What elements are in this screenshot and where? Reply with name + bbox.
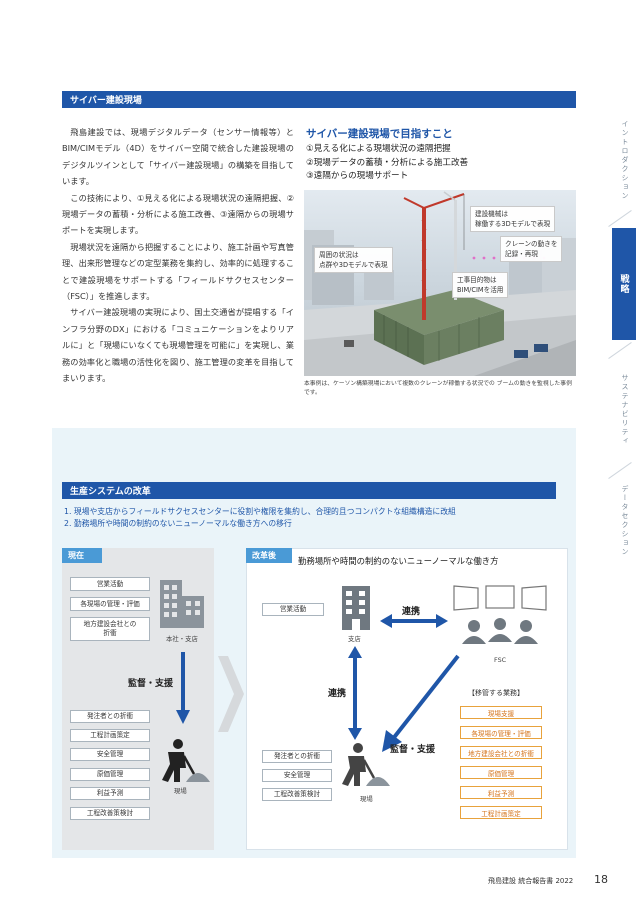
paragraph: 飛島建設では、現場デジタルデータ（センサー情報等）とBIM/CIMモデル（4D）… (62, 127, 294, 187)
paragraph: この技術により、①見える化による現場状況の遠隔把握、②現場データの蓄積・分析によ… (62, 192, 294, 236)
side-tab-data-section[interactable]: データセクション (614, 478, 636, 564)
now-site-label: 現場 (174, 787, 187, 795)
after-box-sales: 営業活動 (262, 603, 324, 616)
cyber-body-text: 飛島建設では、現場デジタルデータ（センサー情報等）とBIM/CIMモデル（4D）… (62, 124, 294, 387)
now-box-cost: 原価管理 (70, 768, 150, 781)
now-arrow-label: 監督・支援 (128, 679, 174, 689)
moved-task-support: 現場支援 (460, 706, 542, 719)
panel-label-current: 現在 (62, 548, 102, 563)
now-box-client: 発注者との折衝 (70, 710, 150, 723)
now-box-safety: 安全管理 (70, 748, 150, 761)
intro-item: 1. 現場や支店からフィールドサクセスセンターに役割や権限を集約し、合理的且つコ… (64, 507, 456, 516)
moved-task-schedule: 工程計画策定 (460, 806, 542, 819)
office-label: 本社・支店 (166, 635, 198, 643)
after-box-safety: 安全管理 (262, 769, 332, 782)
after-box-improvement: 工程改善策検討 (262, 788, 332, 801)
fsc-team-icon (453, 585, 547, 644)
side-tab-label: サステナビリティ (621, 374, 629, 446)
goal-item: ①見える化による現場状況の遠隔把握 (306, 144, 451, 154)
side-tab-label: イントロダクション (621, 119, 629, 201)
double-arrow-horizontal-icon (380, 614, 448, 628)
section-title: サイバー建設現場 (70, 96, 142, 106)
section-title: 生産システムの改革 (70, 487, 151, 497)
moved-tasks-title: 【移管する業務】 (468, 689, 524, 697)
label-text: 改革後 (252, 551, 276, 560)
branch-label: 支店 (348, 635, 361, 643)
now-box-site-management: 各現場の管理・評価 (70, 597, 150, 611)
goal-item: ③遠隔からの現場サポート (306, 171, 409, 181)
arrow-diagonal-icon (382, 654, 460, 752)
side-tab-introduction[interactable]: イントロダクション (614, 108, 636, 212)
double-arrow-vertical-icon (348, 646, 362, 740)
link-label-1: 連携 (402, 607, 421, 617)
paragraph: 現場状況を遠隔から把握することにより、施工計画や写真管理、出来形管理などの定型業… (62, 241, 294, 302)
section-header-cyber: サイバー建設現場 (62, 91, 576, 108)
page-number: 18 (594, 873, 608, 886)
now-box-profit: 利益予測 (70, 787, 150, 800)
moved-task-site-management: 各現場の管理・評価 (460, 726, 542, 739)
cyber-site-illustration: 建設機械は 稼働する3Dモデルで表現 クレーンの動きを 記録・再現 周囲の状況は… (304, 190, 576, 376)
goal-list: ①見える化による現場状況の遠隔把握 ②現場データの蓄積・分析による施工改善 ③遠… (306, 143, 468, 184)
callout-target: 工事目的物は BIM/CIMを活用 (452, 272, 509, 298)
after-box-client: 発注者との折衝 (262, 750, 332, 763)
side-tab-label: データセクション (621, 485, 629, 557)
office-building-icon (160, 580, 204, 628)
fsc-label: FSC (494, 656, 507, 664)
callout-surround: 周囲の状況は 点群や3Dモデルで表現 (314, 247, 393, 273)
illustration-caption: 本事例は、ケーソン構築現場において複数のクレーンが稼働する状況での ブームの動き… (304, 381, 572, 396)
section-header-production: 生産システムの改革 (62, 482, 556, 499)
goal-item: ②現場データの蓄積・分析による施工改善 (306, 157, 469, 168)
moved-task-local-negotiation: 地方建設会社との折衝 (460, 746, 542, 759)
goal-title: サイバー建設現場で目指すこと (306, 128, 453, 140)
tab-divider (608, 342, 632, 359)
panel-label-after: 改革後 (246, 548, 292, 563)
side-tab-label: 戦略 (618, 274, 629, 294)
branch-building-icon (342, 586, 370, 630)
now-box-local-negotiation: 地方建設会社との 折衝 (70, 617, 150, 641)
chevron-right-icon (218, 656, 244, 732)
moved-task-profit: 利益予測 (460, 786, 542, 799)
after-title: 勤務場所や時間の制約のないニューノーマルな働き方 (298, 556, 499, 566)
link-label-2: 連携 (328, 689, 347, 699)
moved-task-cost: 原価管理 (460, 766, 542, 779)
construction-worker-icon (162, 739, 210, 782)
paragraph: サイバー建設現場の実現により、国土交通省が提唱する「インフラ分野のDX」における… (62, 307, 294, 384)
side-tab-strategy[interactable]: 戦略 (612, 228, 636, 340)
footer-report-title: 飛島建設 統合報告書 2022 (488, 877, 574, 885)
now-box-schedule: 工程計画策定 (70, 729, 150, 742)
now-box-improvement: 工程改善策検討 (70, 807, 150, 820)
support-label: 監督・支援 (390, 745, 436, 755)
now-box-sales: 営業活動 (70, 577, 150, 591)
side-tab-sustainability[interactable]: サステナビリティ (614, 360, 636, 460)
label-text: 現在 (68, 551, 84, 560)
arrow-down-icon (176, 652, 190, 724)
intro-item: 2. 勤務場所や時間の制約のないニューノーマルな働き方への移行 (64, 519, 292, 528)
callout-crane: クレーンの動きを 記録・再現 (500, 236, 563, 262)
after-site-label: 現場 (360, 795, 373, 803)
construction-worker-icon (342, 743, 390, 786)
tab-divider (608, 210, 632, 227)
production-intro: 1. 現場や支店からフィールドサクセスセンターに役割や権限を集約し、合理的且つコ… (64, 506, 564, 530)
tab-divider (608, 462, 632, 479)
callout-machine: 建設機械は 稼働する3Dモデルで表現 (470, 206, 556, 232)
